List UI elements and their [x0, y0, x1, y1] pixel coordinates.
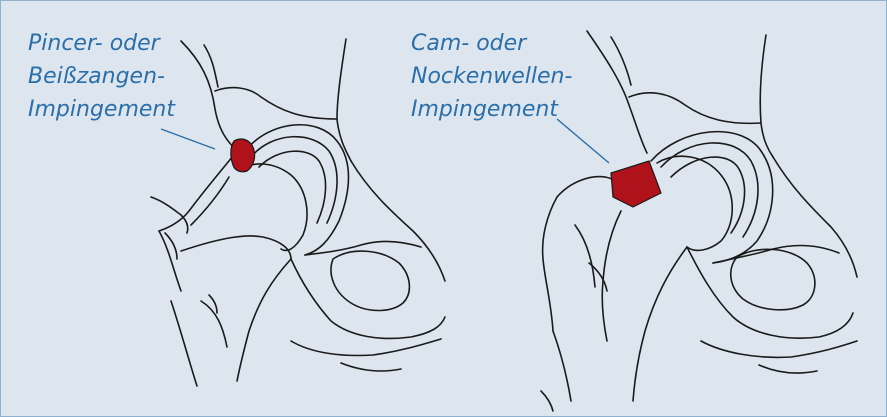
pincer-label-line-3: Impingement: [28, 93, 175, 126]
left-femoral-shaft: [237, 259, 291, 381]
cam-lesion: [611, 161, 661, 207]
left-hip-drawing: [151, 39, 445, 386]
left-leader-line: [161, 129, 215, 149]
left-obturator-foramen: [331, 251, 409, 310]
right-ilium-outline: [587, 31, 647, 153]
right-femoral-shaft: [633, 247, 687, 401]
left-ilium-outline: [181, 41, 237, 151]
pincer-label-line-1: Pincer- oder: [28, 27, 175, 60]
cam-label-line-1: Cam- oder: [411, 27, 572, 60]
left-acetabulum-arc: [245, 125, 349, 255]
cam-impingement-label: Cam- oder Nockenwellen- Impingement: [411, 27, 572, 126]
right-obturator-foramen: [731, 249, 815, 310]
cam-label-line-3: Impingement: [411, 93, 572, 126]
pincer-label-line-2: Beißzangen-: [28, 60, 175, 93]
right-femoral-head: [657, 156, 732, 250]
pincer-impingement-label: Pincer- oder Beißzangen- Impingement: [28, 27, 175, 126]
left-femoral-head: [239, 164, 307, 251]
right-acetabulum-arc: [651, 132, 773, 263]
right-hip-drawing: [541, 31, 857, 411]
cam-label-line-2: Nockenwellen-: [411, 60, 572, 93]
pincer-lesion: [231, 139, 255, 172]
